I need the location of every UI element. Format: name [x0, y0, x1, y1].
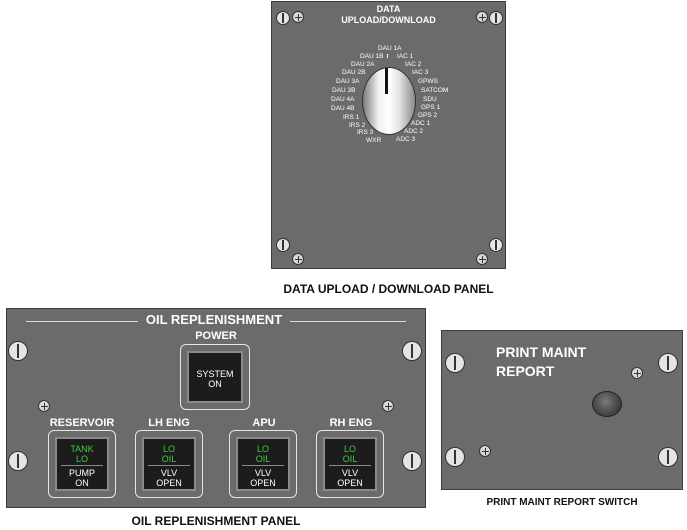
selector-position-right: SATCOM — [421, 87, 449, 94]
fastener-icon — [292, 11, 304, 23]
fastener-icon — [382, 400, 394, 412]
selector-position-left: DAU 4B — [331, 105, 355, 112]
apu-button[interactable]: LO OIL VLV OPEN — [236, 437, 290, 491]
selector-position-right: GPS 1 — [421, 104, 441, 111]
on-legend: ON — [208, 379, 222, 389]
vlv-legend: VLV — [160, 468, 178, 478]
screw-icon — [8, 341, 28, 361]
selector-position-left: IRS 2 — [349, 122, 366, 129]
selector-position-bottom: WXR — [366, 137, 382, 144]
screw-icon — [276, 11, 290, 25]
reservoir-label: RESERVOIR — [49, 417, 115, 429]
title-rule-right — [290, 321, 406, 322]
apu-label: APU — [252, 417, 276, 429]
selector-position-right: GPS 2 — [418, 112, 438, 119]
legend-divider — [329, 465, 371, 466]
legend-divider — [61, 465, 103, 466]
fastener-icon — [631, 367, 643, 379]
data-panel-title: DATA — [376, 4, 401, 14]
selector-position-top: DAU 1A — [378, 45, 402, 52]
power-label: POWER — [195, 330, 237, 342]
oil-legend: OIL — [161, 454, 177, 464]
selector-position-right: IAC 2 — [405, 61, 422, 68]
screw-icon — [658, 447, 678, 467]
print-panel-title-line2: REPORT — [496, 363, 555, 379]
on-legend: ON — [75, 478, 89, 488]
data-panel-caption: DATA UPLOAD / DOWNLOAD PANEL — [283, 282, 494, 296]
reservoir-button[interactable]: TANK LO PUMP ON — [55, 437, 109, 491]
oil-legend: OIL — [255, 454, 271, 464]
selector-position-right: IAC 1 — [397, 53, 414, 60]
lo-legend: LO — [343, 444, 356, 454]
selector-position-left: IRS 3 — [357, 129, 374, 136]
fastener-icon — [476, 11, 488, 23]
lo-legend: LO — [162, 444, 175, 454]
selector-position-left: DAU 3A — [336, 78, 360, 85]
fastener-icon — [292, 253, 304, 265]
lo-legend: LO — [256, 444, 269, 454]
selector-position-left: DAU 3B — [332, 87, 356, 94]
selector-position-right: SDU — [423, 96, 437, 103]
selector-position-left: DAU 2A — [351, 61, 375, 68]
oil-panel-title: OIL REPLENISHMENT — [145, 312, 283, 327]
print-maint-report-panel — [441, 330, 683, 490]
oil-legend: OIL — [342, 454, 358, 464]
screw-icon — [658, 353, 678, 373]
lh-eng-label: LH ENG — [148, 417, 190, 429]
selector-position-left: IRS 1 — [343, 114, 360, 121]
print-panel-title-line1: PRINT MAINT — [496, 344, 587, 360]
legend-divider — [242, 465, 284, 466]
pump-legend: PUMP — [68, 468, 95, 478]
open-legend: OPEN — [250, 478, 276, 488]
power-button-frame — [180, 344, 250, 410]
screw-icon — [489, 238, 503, 252]
system-on-button[interactable]: SYSTEM ON — [187, 351, 243, 403]
selector-position-left: DAU 1B — [360, 53, 384, 60]
rh-eng-button-frame — [316, 430, 384, 498]
data-panel-subtitle: UPLOAD/DOWNLOAD — [341, 15, 436, 25]
reservoir-button-frame — [48, 430, 116, 498]
lh-eng-button-frame — [135, 430, 203, 498]
selector-position-right: ADC 2 — [404, 128, 424, 135]
rh-eng-button[interactable]: LO OIL VLV OPEN — [323, 437, 377, 491]
fastener-icon — [479, 445, 491, 457]
fastener-icon — [476, 253, 488, 265]
vlv-legend: VLV — [341, 468, 359, 478]
selector-tick — [387, 54, 388, 58]
lo-legend: LO — [75, 454, 88, 464]
legend-divider — [148, 465, 190, 466]
system-legend: SYSTEM — [196, 369, 234, 379]
screw-icon — [445, 353, 465, 373]
lh-eng-button[interactable]: LO OIL VLV OPEN — [142, 437, 196, 491]
vlv-legend: VLV — [254, 468, 272, 478]
selector-position-left: DAU 4A — [331, 96, 355, 103]
fastener-icon — [38, 400, 50, 412]
screw-icon — [489, 11, 503, 25]
selector-position-left: DAU 2B — [342, 69, 366, 76]
screw-icon — [276, 238, 290, 252]
screw-icon — [8, 451, 28, 471]
selector-position-right: ADC 1 — [411, 120, 431, 127]
selector-position-right: GPWS — [418, 78, 438, 85]
open-legend: OPEN — [156, 478, 182, 488]
screw-icon — [445, 447, 465, 467]
selector-position-right: ADC 3 — [396, 136, 416, 143]
print-maint-report-switch[interactable] — [592, 391, 622, 417]
data-selector-knob[interactable] — [362, 67, 416, 135]
selector-position-right: IAC 3 — [412, 69, 429, 76]
open-legend: OPEN — [337, 478, 363, 488]
print-panel-caption: PRINT MAINT REPORT SWITCH — [486, 497, 638, 508]
title-rule-left — [26, 321, 138, 322]
tank-legend: TANK — [70, 444, 94, 454]
knob-pointer — [385, 68, 388, 94]
screw-icon — [402, 451, 422, 471]
rh-eng-label: RH ENG — [329, 417, 373, 429]
data-upload-download-panel — [271, 1, 506, 269]
screw-icon — [402, 341, 422, 361]
oil-panel-caption: OIL REPLENISHMENT PANEL — [131, 514, 301, 528]
apu-button-frame — [229, 430, 297, 498]
